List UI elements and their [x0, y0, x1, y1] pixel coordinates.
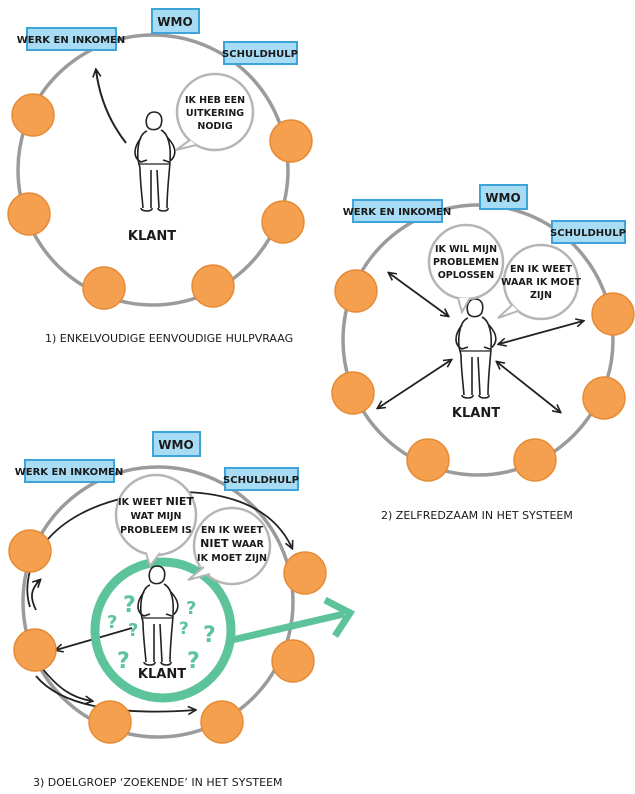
d3-ring: [21, 465, 295, 739]
question-mark: ?: [107, 612, 117, 633]
d3-bubble-1: IK WEET NIET WAT MIJN PROBLEEM IS: [114, 473, 198, 569]
d1-bubble-line3: NODIG: [197, 121, 232, 132]
d2-box-wmo-label: WMO: [485, 191, 520, 205]
diagram-3: WERK EN INKOMEN WMO SCHULDHULP: [8, 431, 356, 789]
d3-node: [88, 700, 132, 744]
d3-bubble1-line3: PROBLEEM IS: [120, 525, 192, 536]
d1-box-schuld: SCHULDHULP: [222, 41, 298, 65]
d2-bubble2-line3: ZIJN: [530, 290, 552, 301]
d2-client-label: KLANT: [452, 406, 500, 421]
d1-bubble: IK HEB EEN UITKERING NODIG: [175, 72, 255, 152]
d2-node: [591, 292, 635, 336]
d3-box-schuld: SCHULDHULP: [223, 467, 299, 491]
d3-bubble1-line1: IK WEET NIET: [118, 495, 194, 508]
d3-bubble1-text: IK WEET: [118, 497, 163, 508]
d2-box-werk-label: WERK EN INKOMEN: [343, 207, 452, 218]
d3-bubble2-emph: NIET: [200, 537, 229, 550]
d1-arrow: [96, 70, 127, 144]
d1-box-schuld-label: SCHULDHULP: [222, 49, 298, 60]
d2-node: [334, 269, 378, 313]
d2-bubble-2: EN IK WEET WAAR IK MOET ZIJN: [497, 243, 582, 321]
d3-node: [271, 639, 315, 683]
d1-node: [82, 266, 126, 310]
d3-bubble2-line1: EN IK WEET: [201, 525, 263, 536]
d3-green-arrow-head: [323, 596, 356, 638]
d3-box-wmo-label: WMO: [158, 438, 193, 452]
d3-node: [200, 700, 244, 744]
d1-client-figure: [134, 111, 176, 212]
d1-bubble-line2: UITKERING: [186, 108, 244, 119]
d1-node: [7, 192, 51, 236]
d2-caption: 2) ZELFREDZAAM IN HET SYSTEEM: [381, 509, 573, 522]
d3-box-schuld-label: SCHULDHULP: [223, 475, 299, 486]
d3-bubble2-line2: NIET WAAR: [200, 537, 264, 550]
d2-node: [406, 438, 450, 482]
d3-client-figure: [137, 565, 179, 666]
d3-green-ring: [90, 557, 236, 703]
d2-arrows: [378, 273, 583, 412]
question-mark: ?: [203, 623, 216, 648]
d3-nodes: [8, 529, 327, 744]
d2-box-schuld: SCHULDHULP: [550, 220, 626, 244]
d2-bubble1-line3: OPLOSSEN: [438, 270, 495, 281]
d1-box-werk: WERK EN INKOMEN: [17, 27, 126, 51]
d2-node: [331, 371, 375, 415]
d3-question-marks: ? ? ? ? ? ? ? ?: [107, 593, 216, 674]
d1-node: [11, 93, 55, 137]
d3-bubble2-text: WAAR: [232, 539, 265, 550]
d3-node: [13, 628, 57, 672]
d2-bubble2-line2: WAAR IK MOET: [501, 277, 582, 288]
d2-box-schuld-label: SCHULDHULP: [550, 228, 626, 239]
d3-box-werk-label: WERK EN INKOMEN: [15, 467, 124, 478]
d3-bubble1-emph: NIET: [166, 495, 195, 508]
d3-bubble1-line2: WAT MIJN: [131, 511, 182, 522]
d3-caption: 3) DOELGROEP ‘ZOEKENDE’ IN HET SYSTEEM: [33, 776, 283, 789]
d2-bubble1-line1: IK WIL MIJN: [435, 244, 497, 255]
d2-ring: [341, 203, 615, 477]
d3-node: [8, 529, 52, 573]
question-mark: ?: [187, 649, 200, 674]
d2-box-werk: WERK EN INKOMEN: [343, 199, 452, 223]
d1-ring: [16, 33, 290, 307]
d1-caption: 1) ENKELVOUDIGE EENVOUDIGE HULPVRAAG: [45, 332, 293, 345]
d1-node: [191, 264, 235, 308]
question-mark: ?: [123, 593, 136, 618]
d2-box-wmo: WMO: [479, 184, 528, 210]
d2-bubble-1: IK WIL MIJN PROBLEMEN OPLOSSEN: [427, 223, 505, 315]
d2-bubble1-line2: PROBLEMEN: [433, 257, 499, 268]
d2-bubble2-line1: EN IK WEET: [510, 264, 572, 275]
d3-bubble-2: EN IK WEET NIET WAAR IK MOET ZIJN: [187, 506, 272, 586]
d1-nodes: [7, 93, 313, 310]
d1-bubble-line1: IK HEB EEN: [185, 95, 245, 106]
question-mark: ?: [179, 619, 189, 639]
question-mark: ?: [186, 598, 196, 619]
d3-node: [283, 551, 327, 595]
d2-node: [582, 376, 626, 420]
d2-node: [513, 438, 557, 482]
d3-client-label: KLANT: [138, 667, 186, 682]
d3-box-werk: WERK EN INKOMEN: [15, 459, 124, 483]
d1-client-label: KLANT: [128, 229, 176, 244]
d1-node: [269, 119, 313, 163]
question-mark: ?: [117, 649, 130, 674]
d1-box-werk-label: WERK EN INKOMEN: [17, 35, 126, 46]
d1-box-wmo-label: WMO: [157, 15, 192, 29]
diagram-1: WERK EN INKOMEN WMO SCHULDHULP KLANT IK …: [7, 8, 313, 345]
d1-node: [261, 200, 305, 244]
d3-green-arrow: [231, 610, 345, 644]
question-mark: ?: [128, 620, 138, 641]
d3-box-wmo: WMO: [152, 431, 201, 457]
d1-box-wmo: WMO: [151, 8, 200, 34]
diagram-2: WERK EN INKOMEN WMO SCHULDHULP KLANT: [331, 184, 635, 522]
d2-nodes: [331, 269, 635, 482]
d3-bubble2-line3: IK MOET ZIJN: [197, 553, 267, 564]
